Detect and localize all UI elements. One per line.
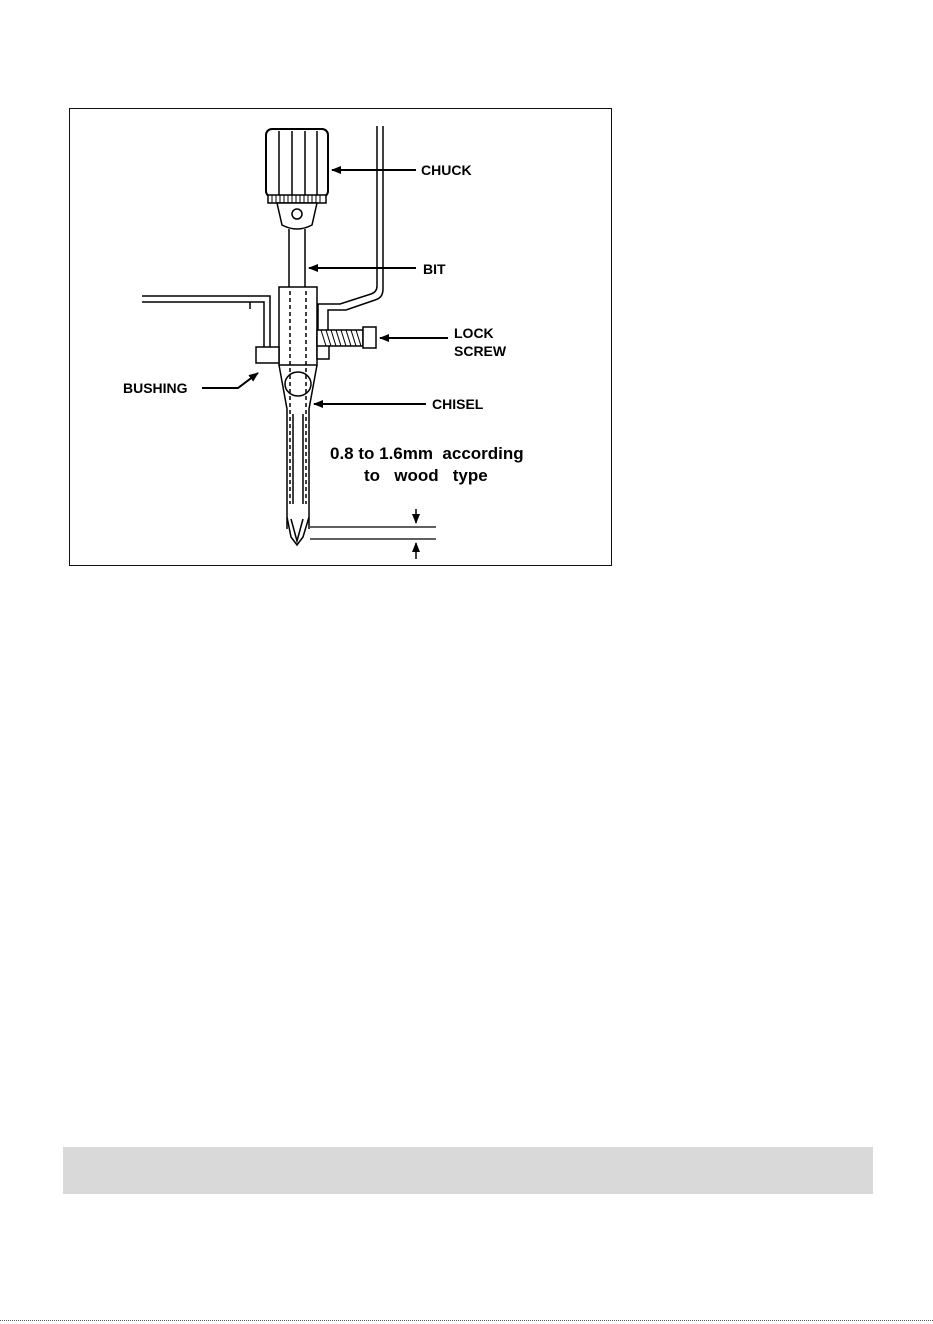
chuck (266, 129, 328, 229)
chisel-label: CHISEL (432, 396, 484, 412)
chuck-label: CHUCK (421, 162, 472, 178)
page-bottom-rule (0, 1320, 933, 1321)
bushing-label: BUSHING (123, 380, 188, 396)
lock-screw (317, 327, 376, 348)
clearance-dimension (310, 509, 436, 559)
chisel-body (279, 287, 317, 545)
bushing-arrow (202, 373, 258, 388)
lock-screw-label-line1: LOCK (454, 325, 494, 341)
leader-arrows (202, 170, 448, 404)
clearance-label-line1: 0.8 to 1.6mm according (330, 444, 524, 463)
chisel-diagram-frame: CHUCK BIT LOCK SCREW BUSHING CHISEL 0.8 … (69, 108, 612, 566)
footer-band (63, 1147, 873, 1194)
bit-shank (289, 229, 305, 287)
clearance-label-line2: to wood type (364, 466, 488, 485)
bit-label: BIT (423, 261, 446, 277)
lock-screw-label-line2: SCREW (454, 343, 507, 359)
chisel-diagram: CHUCK BIT LOCK SCREW BUSHING CHISEL 0.8 … (70, 109, 613, 567)
